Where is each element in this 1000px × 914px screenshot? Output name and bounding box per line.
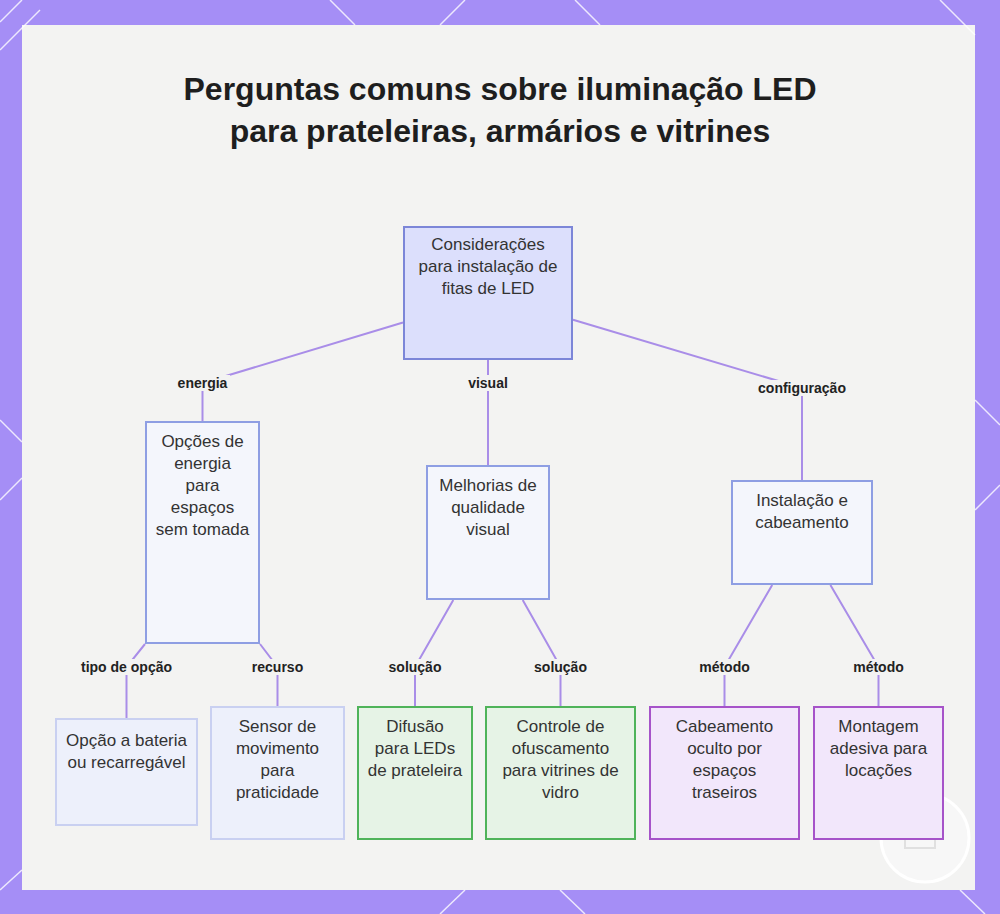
topic-box: Controle de ofuscamento para vitrines de… (485, 706, 636, 840)
connector-line (415, 600, 453, 706)
box-text: Montagem adesiva para locações (823, 716, 934, 782)
box-text: Melhorias de qualidade visual (436, 475, 540, 541)
connector-line (725, 585, 773, 706)
topic-box: Montagem adesiva para locações (813, 706, 944, 840)
box-text: Sensor de movimento para praticidade (220, 716, 335, 804)
connector-line (830, 585, 878, 706)
edge-label: recurso (249, 659, 306, 675)
connector-line (573, 320, 802, 480)
box-text: Cabeamento oculto por espaços traseiros (659, 716, 790, 804)
edge-label: visual (465, 375, 511, 391)
connector-line (260, 644, 278, 706)
topic-box: Opções de energia para espaços sem tomad… (145, 421, 260, 644)
connector-line (127, 644, 146, 718)
edge-label: solução (531, 659, 590, 675)
box-text: Instalação e cabeamento (741, 490, 863, 534)
topic-box: Sensor de movimento para praticidade (210, 706, 345, 840)
edge-label: configuração (755, 380, 849, 396)
topic-box: Instalação e cabeamento (731, 480, 873, 585)
box-text: Opção a bateria ou recarregável (65, 730, 188, 774)
connector-line (523, 600, 561, 706)
topic-box: Difusão para LEDs de prateleira (357, 706, 473, 840)
topic-box: Melhorias de qualidade visual (426, 465, 550, 600)
box-text: Controle de ofuscamento para vitrines de… (495, 716, 626, 804)
edge-label: solução (386, 659, 445, 675)
topic-box: Opção a bateria ou recarregável (55, 718, 198, 826)
box-text: Difusão para LEDs de prateleira (367, 716, 463, 782)
connector-line (203, 323, 404, 422)
edge-label: tipo de opção (78, 659, 175, 675)
diagram-title: Perguntas comuns sobre iluminação LED pa… (180, 68, 820, 152)
box-text: Considerações para instalação de fitas d… (413, 234, 563, 300)
edge-label: método (696, 659, 753, 675)
topic-box: Cabeamento oculto por espaços traseiros (649, 706, 800, 840)
box-text: Opções de energia para espaços sem tomad… (155, 431, 250, 541)
edge-label: método (850, 659, 907, 675)
topic-box: Considerações para instalação de fitas d… (403, 226, 573, 360)
edge-label: energia (175, 375, 231, 391)
